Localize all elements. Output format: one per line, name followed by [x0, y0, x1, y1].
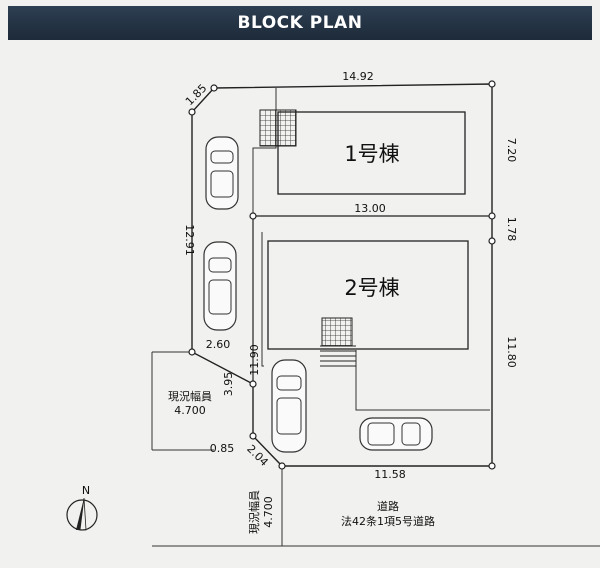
- car-2: [203, 241, 237, 331]
- page-title: BLOCK PLAN: [237, 13, 363, 33]
- dim-left-mid: 3.95: [222, 372, 235, 397]
- stair-steps-2: [320, 345, 356, 367]
- dim-right-mid: 1.78: [505, 217, 518, 242]
- car-4: [359, 417, 433, 451]
- dim-corner-top: 1.85: [183, 82, 210, 109]
- dim-left-top: 12.91: [183, 224, 196, 256]
- building-1-path: [252, 88, 277, 216]
- car-1: [205, 136, 239, 210]
- stair-grid-1: [259, 109, 297, 147]
- left-road-width: 4.700: [174, 404, 206, 417]
- dim-middle: 13.00: [354, 202, 386, 215]
- stair-grid-2: [321, 317, 353, 347]
- road-name: 道路: [377, 499, 399, 513]
- bottom-road-outline: [152, 466, 600, 547]
- dim-right-top: 7.20: [505, 138, 518, 163]
- compass-icon: N: [66, 484, 98, 531]
- bottom-road-width: 4.700: [262, 496, 275, 528]
- dim-corner-low-a: 0.85: [210, 442, 235, 455]
- left-road-outline: [151, 351, 214, 451]
- dim-center: 11.90: [248, 344, 261, 376]
- compass-label: N: [82, 484, 90, 497]
- dim-right-low: 11.80: [505, 336, 518, 368]
- header-bar: [8, 6, 592, 40]
- building-1-label: 1号棟: [344, 142, 399, 166]
- dim-corner-low-b: 2.04: [244, 442, 271, 469]
- building-1: [277, 111, 466, 195]
- car-3: [271, 359, 307, 453]
- road-law: 法42条1項5号道路: [341, 514, 435, 528]
- building-2-label: 2号棟: [344, 276, 399, 300]
- boundary-nodes: [188, 80, 496, 470]
- dim-bottom: 11.58: [374, 468, 406, 481]
- building-2: [267, 240, 469, 350]
- left-road-label: 現況幅員: [168, 389, 212, 403]
- dim-left-step: 2.60: [206, 338, 231, 351]
- site-boundary: [191, 83, 493, 467]
- dim-top: 14.92: [342, 70, 374, 83]
- building-2-lot-outline: [261, 232, 264, 367]
- building-2-fence: [355, 350, 490, 411]
- header-banner: BLOCK PLAN: [0, 0, 600, 44]
- bottom-road-label: 現況幅員: [247, 490, 261, 534]
